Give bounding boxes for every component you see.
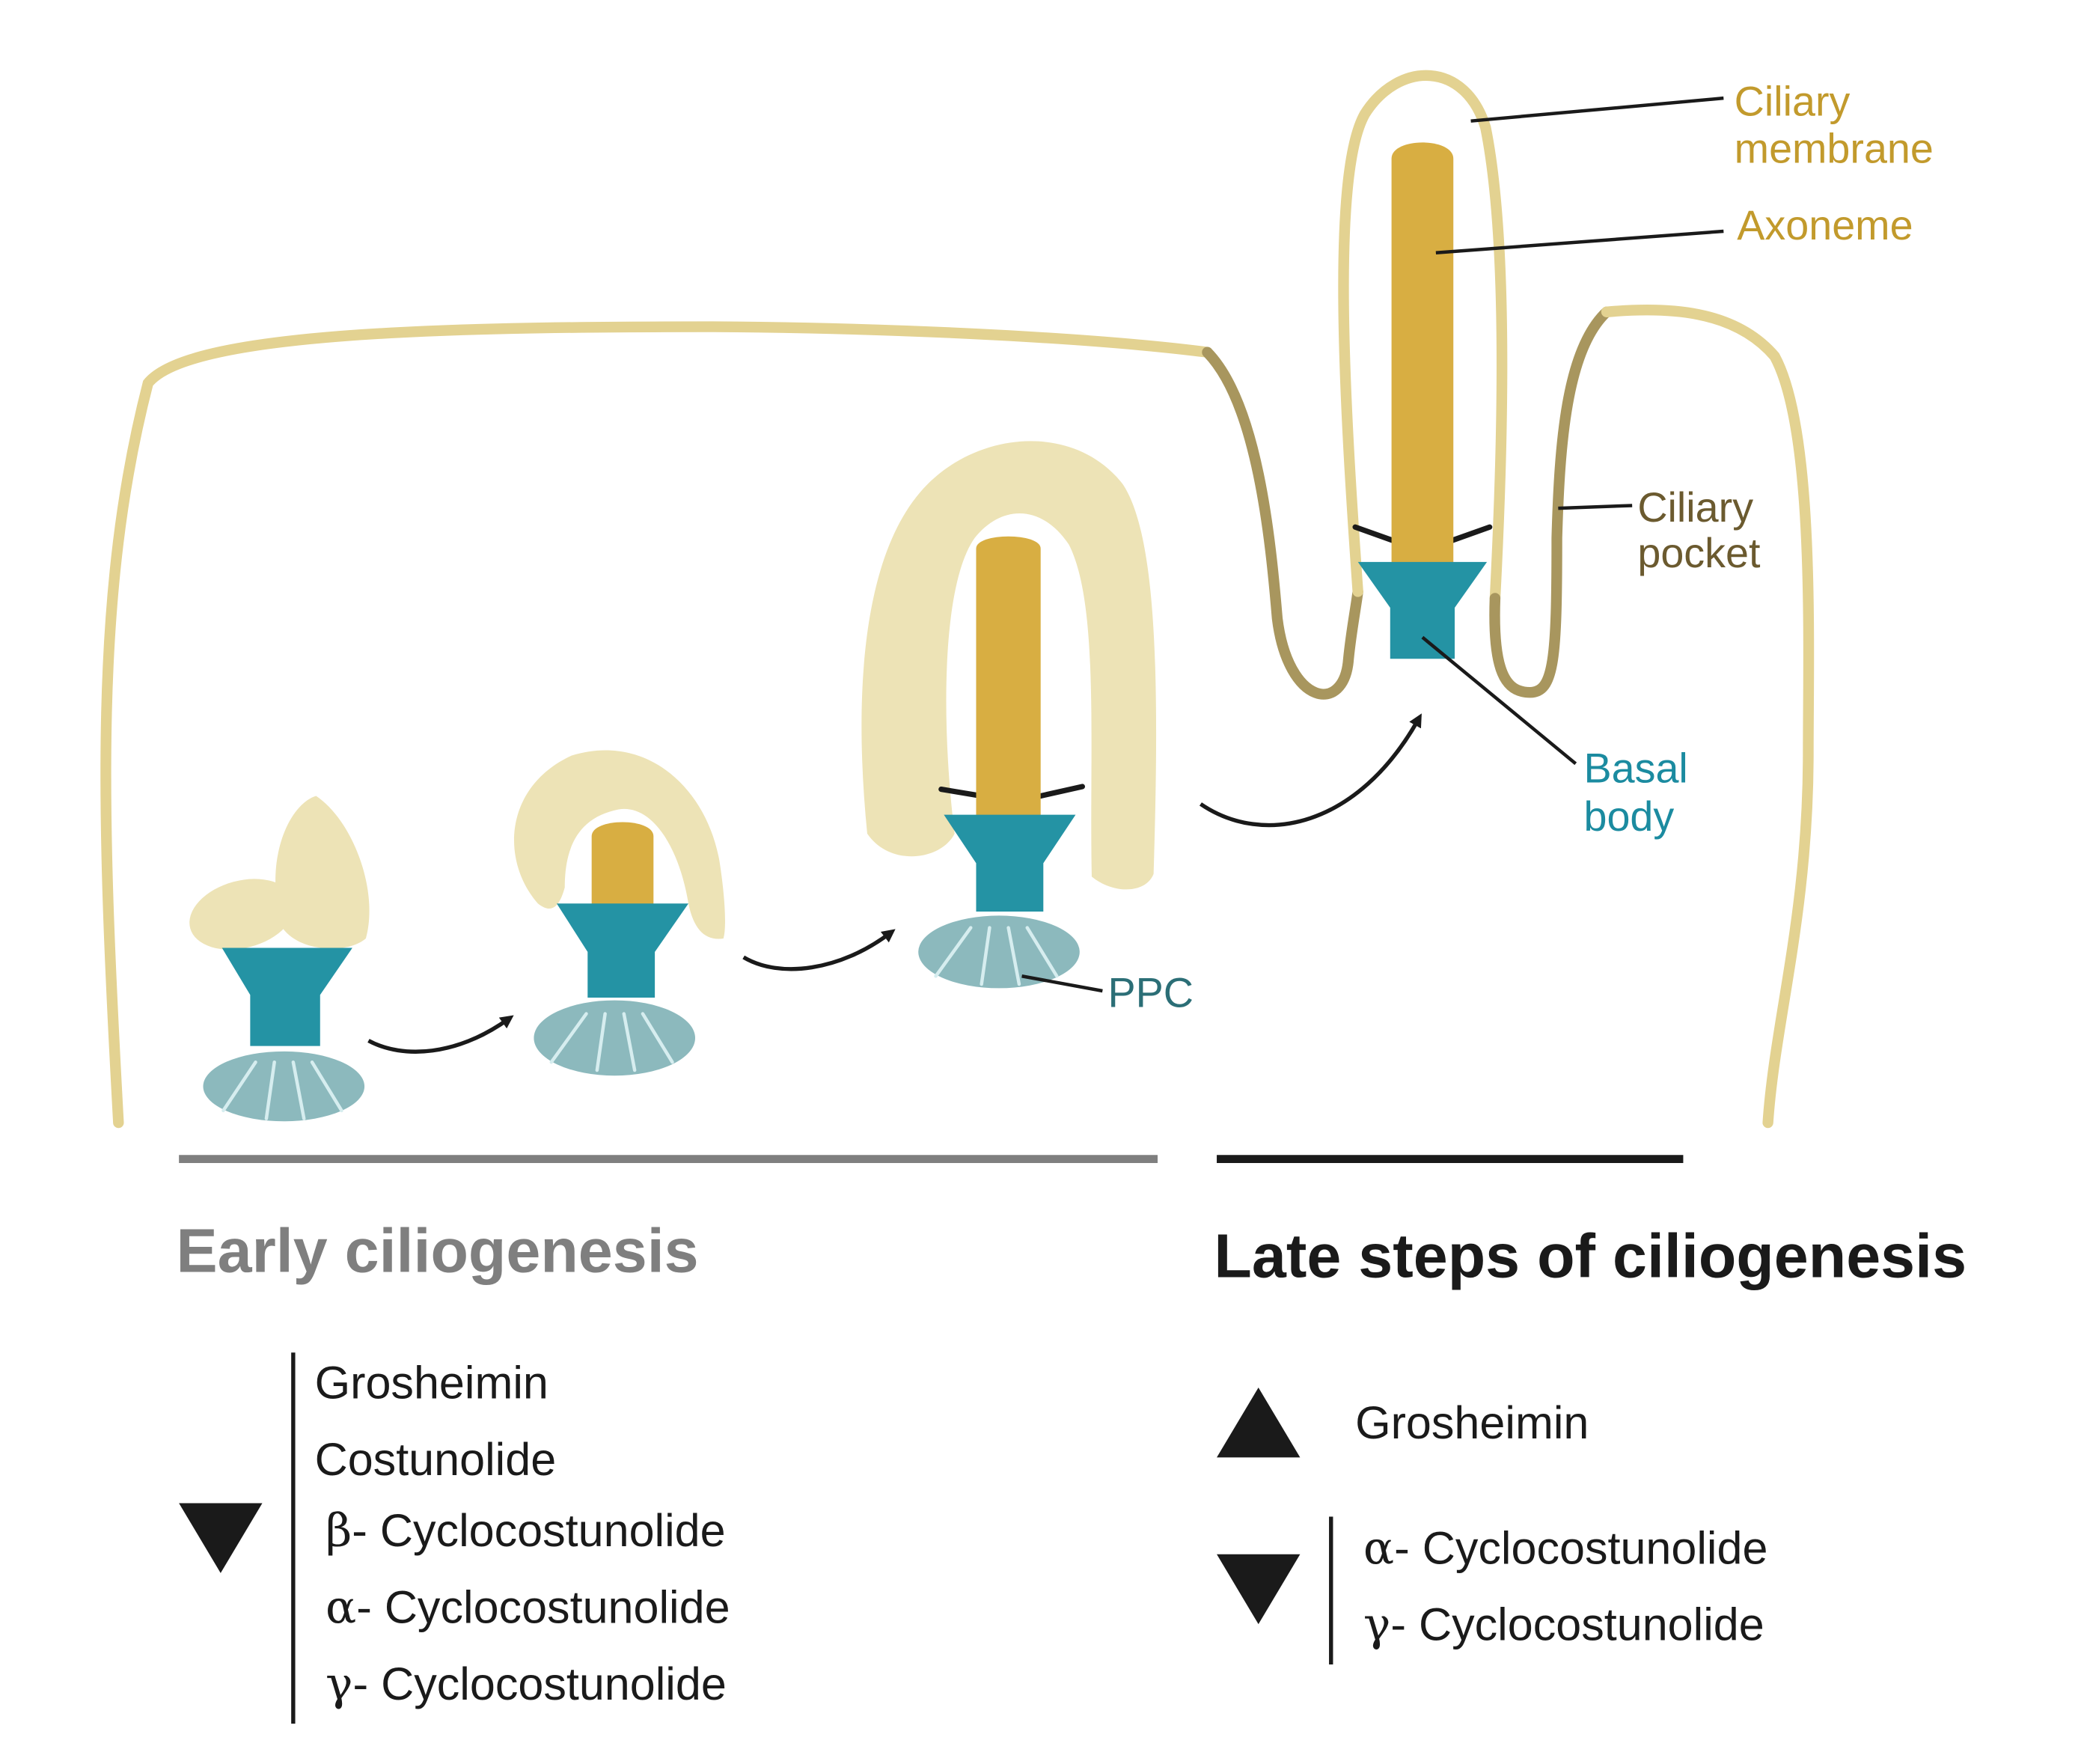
progression-arrow-3 xyxy=(1199,713,1422,828)
late-down-compound-2: γ- Cyclocostunolide xyxy=(1363,1599,1764,1652)
early-heading: Early ciliogenesis xyxy=(177,1215,699,1285)
stage-1-vesicle-left xyxy=(189,879,295,950)
stage-1-vesicle-right xyxy=(275,796,370,949)
progression-arrow-2 xyxy=(742,929,896,971)
ciliary-pocket-right xyxy=(1489,306,1613,698)
stage-4-cilium xyxy=(1352,142,1493,659)
leader-lines xyxy=(1021,96,1724,993)
ciliary-pocket-left xyxy=(1202,347,1363,700)
stage-4-axoneme xyxy=(1391,142,1454,576)
early-compound-2: Costunolide xyxy=(315,1434,557,1485)
stage-3-ppc-lines xyxy=(934,926,1059,986)
stage-4-basal-body xyxy=(1357,561,1488,659)
leader-ciliary-pocket xyxy=(1558,504,1633,510)
stage-4-transition-fibers xyxy=(1352,524,1493,543)
stage-2-ppc xyxy=(534,1000,696,1076)
leader-ppc xyxy=(1021,974,1103,993)
stage-3-ppc xyxy=(918,915,1080,989)
leader-axoneme xyxy=(1435,229,1724,254)
late-heading: Late steps of ciliogenesis xyxy=(1214,1221,1967,1291)
stage-2-centriole xyxy=(514,750,725,1076)
stage-1-ppc xyxy=(203,1051,365,1122)
early-compound-1: Grosheimin xyxy=(315,1357,548,1408)
late-up-compound-1: Grosheimin xyxy=(1355,1397,1589,1448)
early-compound-4: α- Cyclocostunolide xyxy=(326,1581,730,1634)
early-ciliogenesis-panel: Early ciliogenesis Grosheimin Costunolid… xyxy=(177,1215,730,1724)
stage-2-axoneme xyxy=(591,822,654,921)
stage-2-basal-body xyxy=(556,903,689,998)
cell-membrane xyxy=(100,321,1213,1129)
label-ciliary-pocket: Ciliary pocket xyxy=(1637,484,1764,576)
leader-ciliary-membrane xyxy=(1470,96,1724,123)
stage-2-ppc-lines xyxy=(549,1012,674,1072)
early-compound-5: γ- Cyclocostunolide xyxy=(326,1658,727,1711)
stage-1-ppc-lines xyxy=(221,1060,343,1120)
label-basal-body: Basal body xyxy=(1583,745,1699,840)
stage-3-transition-fibers xyxy=(938,784,1085,799)
cell-membrane-right xyxy=(1601,304,1815,1129)
early-compound-3: β- Cyclocostunolide xyxy=(326,1504,726,1557)
label-ciliary-membrane: Ciliary membrane xyxy=(1735,78,1934,171)
progression-arrow-1 xyxy=(367,1015,514,1054)
stage-3-ciliary-vesicle xyxy=(861,441,1157,890)
stage-3-axoneme xyxy=(976,536,1041,834)
stage-1-basal-body xyxy=(221,947,352,1046)
late-down-compound-1: α- Cyclocostunolide xyxy=(1363,1522,1768,1575)
stage-2-vesicle xyxy=(514,750,725,939)
label-ppc: PPC xyxy=(1108,970,1194,1016)
ciliary-membrane xyxy=(1338,70,1508,604)
leader-basal-body xyxy=(1421,635,1577,766)
early-down-triangle xyxy=(179,1503,263,1573)
late-ciliogenesis-panel: Late steps of ciliogenesis Grosheimin α-… xyxy=(1214,1221,1967,1665)
stage-3-centriole xyxy=(861,441,1157,989)
late-up-triangle xyxy=(1217,1387,1301,1458)
late-down-triangle xyxy=(1217,1554,1301,1625)
stage-1-centriole xyxy=(189,796,370,1122)
cell-outline xyxy=(100,70,1815,1129)
label-axoneme: Axoneme xyxy=(1737,202,1913,248)
structure-labels: Ciliary membrane Axoneme Ciliary pocket … xyxy=(1108,78,1934,1016)
stage-3-basal-body xyxy=(944,814,1076,912)
